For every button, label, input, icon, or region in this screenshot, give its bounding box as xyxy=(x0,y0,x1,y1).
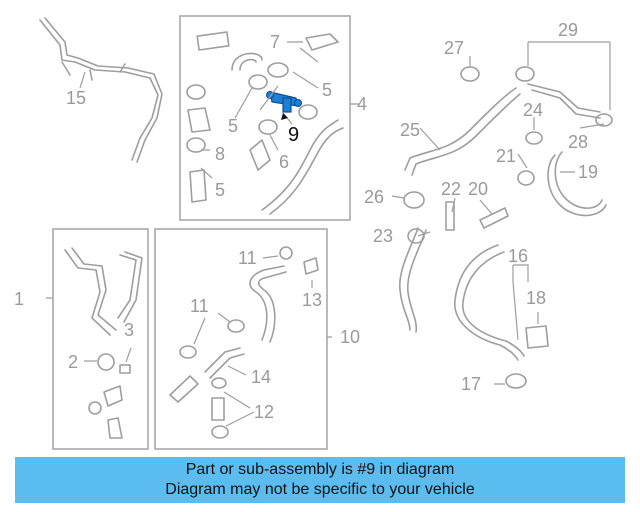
callout-21[interactable]: 21 xyxy=(496,146,516,166)
parts-group-4 xyxy=(186,31,344,215)
banner-line-2: Diagram may not be specific to your vehi… xyxy=(165,481,475,498)
callout-19[interactable]: 19 xyxy=(578,162,598,182)
callout-1[interactable]: 1 xyxy=(14,289,24,309)
callout-3[interactable]: 3 xyxy=(124,320,134,340)
group-box-4 xyxy=(179,15,351,221)
group-box-1 xyxy=(52,228,149,450)
callout-25[interactable]: 25 xyxy=(400,120,420,140)
info-banner: Part or sub-assembly is #9 in diagram Di… xyxy=(15,457,625,503)
callout-5a[interactable]: 5 xyxy=(228,116,238,136)
callout-18[interactable]: 18 xyxy=(526,288,546,308)
callout-20[interactable]: 20 xyxy=(468,179,488,199)
callout-7[interactable]: 7 xyxy=(270,32,280,52)
callout-24[interactable]: 24 xyxy=(523,100,543,120)
callout-28[interactable]: 28 xyxy=(568,132,588,152)
callout-8[interactable]: 8 xyxy=(215,144,225,164)
callout-29[interactable]: 29 xyxy=(558,20,578,40)
callout-16[interactable]: 16 xyxy=(508,246,528,266)
callout-2[interactable]: 2 xyxy=(68,352,78,372)
callout-11a[interactable]: 11 xyxy=(238,248,257,268)
callout-12[interactable]: 12 xyxy=(254,402,274,422)
callout-6[interactable]: 6 xyxy=(279,152,289,172)
callout-26[interactable]: 26 xyxy=(364,187,384,207)
callout-9-highlighted[interactable]: 9 xyxy=(288,124,299,146)
parts-group-1 xyxy=(64,247,143,439)
callout-5b[interactable]: 5 xyxy=(322,80,332,100)
callout-17[interactable]: 17 xyxy=(461,374,481,394)
parts-right-side xyxy=(399,66,613,389)
pipe-part-15 xyxy=(39,17,163,163)
callout-4[interactable]: 4 xyxy=(357,94,367,114)
group-box-10 xyxy=(154,228,328,450)
callout-23[interactable]: 23 xyxy=(373,226,393,246)
callout-14[interactable]: 14 xyxy=(251,367,271,387)
callout-13[interactable]: 13 xyxy=(302,290,322,310)
callout-15[interactable]: 15 xyxy=(66,88,86,108)
callout-11b[interactable]: 11 xyxy=(190,296,209,316)
parts-group-10 xyxy=(169,246,319,439)
highlighted-part-9 xyxy=(266,91,302,113)
callout-22[interactable]: 22 xyxy=(441,179,461,199)
callout-10[interactable]: 10 xyxy=(340,327,360,347)
parts-diagram: 1 2 3 4 5 5 5 6 7 8 9 10 11 11 12 13 14 … xyxy=(14,15,613,450)
callout-27[interactable]: 27 xyxy=(444,38,464,58)
callout-5c[interactable]: 5 xyxy=(215,180,225,200)
banner-line-1: Part or sub-assembly is #9 in diagram xyxy=(185,461,455,478)
